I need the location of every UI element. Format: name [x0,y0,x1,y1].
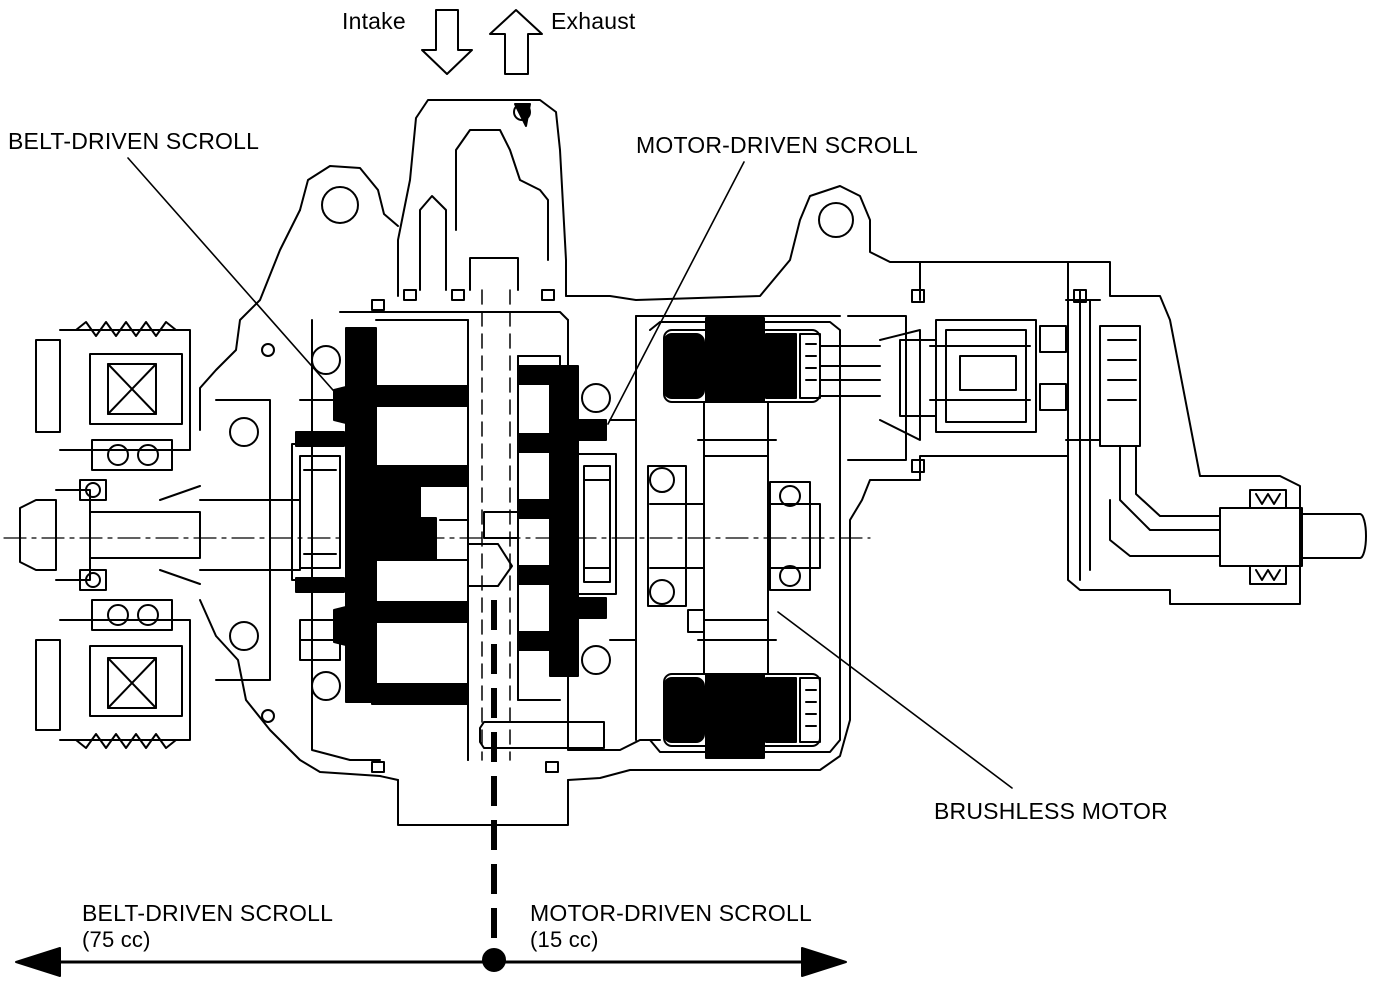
capacity-scale-arrow [15,947,847,977]
leader-motor-driven-scroll [607,161,745,425]
brushless-motor-callout: BRUSHLESS MOTOR [934,798,1168,824]
motor-driven-scroll-volume: (15 cc) [530,927,599,952]
belt-driven-scroll-scale-label: BELT-DRIVEN SCROLL [82,900,334,926]
belt-driven-scroll [295,327,469,705]
motor-driven-scroll-fixed [517,355,637,701]
brushless-motor [647,317,841,759]
leader-lines [127,157,1013,789]
exhaust-arrow [489,9,543,75]
belt-driven-scroll-fixed [375,319,469,761]
seal-details [261,289,1087,773]
intake-arrow [421,9,473,75]
motor-driven-scroll [517,365,607,677]
intake-label: Intake [342,8,406,34]
leader-belt-driven-scroll [127,157,341,399]
exhaust-label: Exhaust [551,8,636,34]
right-arrowhead [801,947,847,977]
leader-brushless-motor [777,611,1013,789]
belt-driven-scroll-volume: (75 cc) [82,927,151,952]
motor-driven-scroll-callout: MOTOR-DRIVEN SCROLL [636,132,918,158]
split-point-dot [482,948,506,972]
clutch-pulley-assembly [19,321,201,749]
left-arrowhead [15,947,61,977]
electrical-connector [819,299,1367,585]
belt-driven-scroll-callout: BELT-DRIVEN SCROLL [8,128,260,154]
motor-driven-scroll-scale-label: MOTOR-DRIVEN SCROLL [530,900,812,926]
capacity-split-line-upper [481,289,511,761]
